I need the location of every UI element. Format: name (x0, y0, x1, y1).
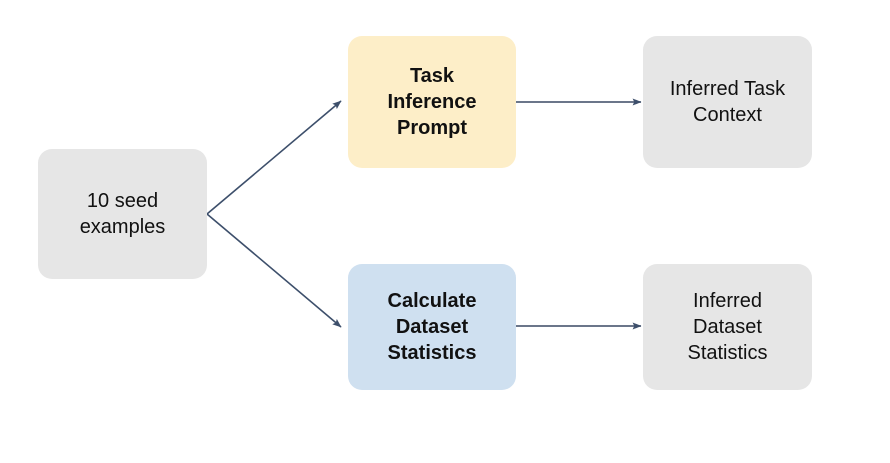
node-inferred-dataset-statistics-label: Inferred Dataset Statistics (687, 290, 768, 364)
node-seed-examples[interactable]: 10 seed examples (38, 149, 207, 279)
node-calculate-dataset-statistics-label: Calculate Dataset Statistics (387, 290, 477, 364)
node-task-inference-prompt-label: Task Inference Prompt (387, 65, 477, 139)
node-task-inference-prompt[interactable]: Task Inference Prompt (348, 36, 516, 168)
node-inferred-task-context-label: Inferred Task Context (669, 78, 786, 126)
node-seed-examples-label: 10 seed examples (79, 190, 166, 238)
edge-seed-to-task-prompt (206, 100, 342, 215)
node-calculate-dataset-statistics[interactable]: Calculate Dataset Statistics (348, 264, 516, 390)
node-inferred-dataset-statistics[interactable]: Inferred Dataset Statistics (643, 264, 812, 390)
edge-seed-to-calc-stats (206, 213, 342, 328)
node-inferred-task-context[interactable]: Inferred Task Context (643, 36, 812, 168)
